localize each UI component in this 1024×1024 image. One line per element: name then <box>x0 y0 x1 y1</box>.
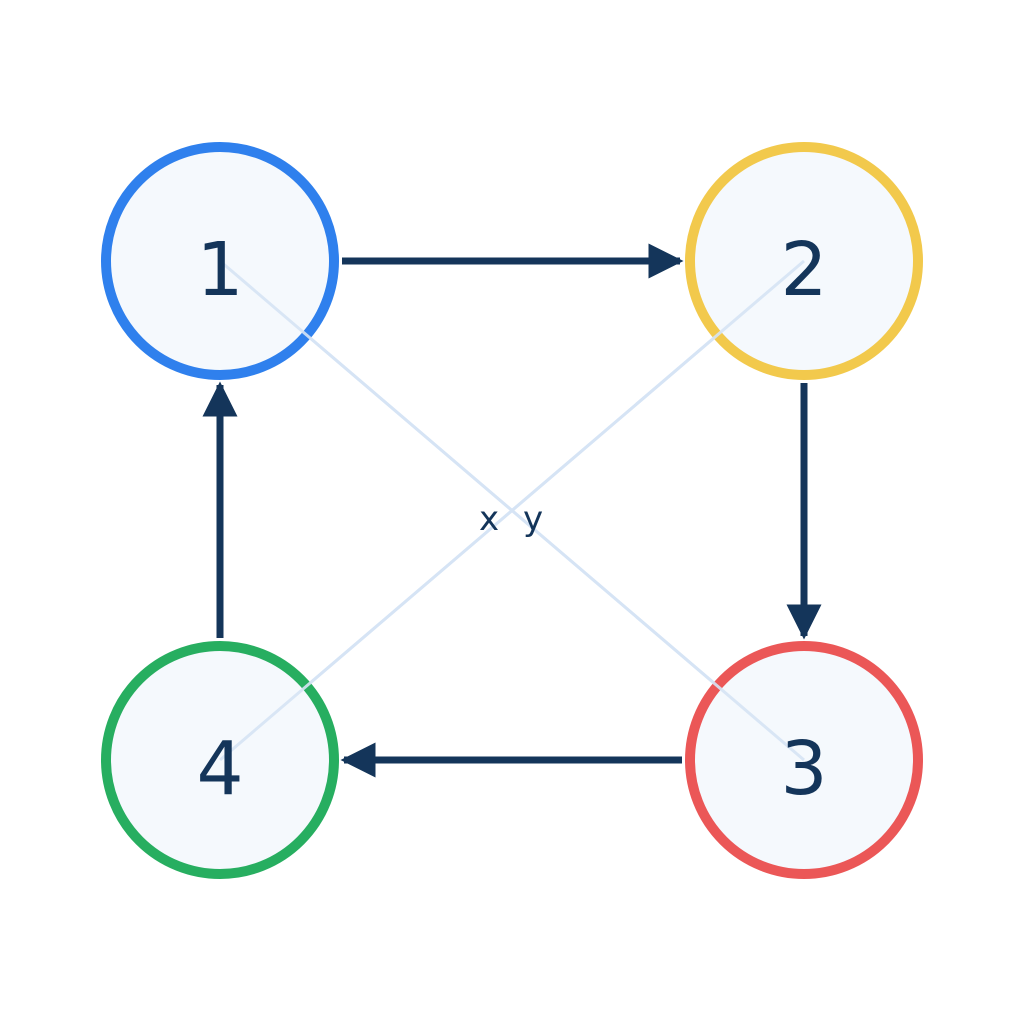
diagonal-label-y: y <box>523 499 543 539</box>
diagonal-label-x: x <box>479 499 499 539</box>
node-4-label: 4 <box>196 726 243 812</box>
node-3-label: 3 <box>780 726 827 812</box>
node-1-label: 1 <box>196 227 243 313</box>
node-2-label: 2 <box>780 227 827 313</box>
diagonal-edge-2-4-overlay <box>219 259 805 762</box>
